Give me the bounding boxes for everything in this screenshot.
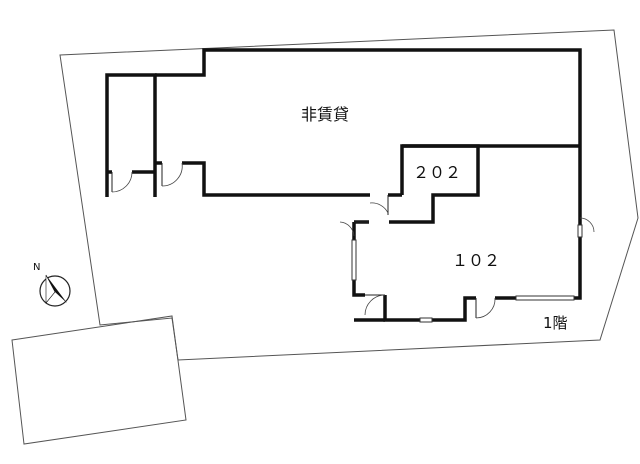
door-102-top <box>339 221 369 237</box>
compass-icon: N <box>33 262 71 307</box>
window-102-bottom <box>419 317 433 323</box>
unit-202-label: ２０２ <box>413 163 461 182</box>
door-102-bottom-right <box>475 297 496 319</box>
floor-label: 1階 <box>543 314 568 332</box>
non-rental-label: 非賃貸 <box>301 105 349 124</box>
window-102-right <box>577 224 583 238</box>
door-storage-right <box>161 162 183 187</box>
unit-102-wall-bottom <box>383 295 476 322</box>
door-102-bottom <box>364 294 386 316</box>
window-102-right-bottom <box>515 295 575 301</box>
non-rental-wall <box>155 48 582 146</box>
site-boundary <box>59 29 639 361</box>
window-102-left <box>351 239 357 281</box>
non-rental-wall-bottom <box>182 161 370 197</box>
door-102-right <box>579 217 595 233</box>
door-non-rental-bottom <box>369 195 389 215</box>
storage-wall-outer <box>105 73 157 197</box>
compass-north-label: N <box>33 262 40 273</box>
unit-102-label: １０２ <box>452 251 500 270</box>
road-area <box>11 315 187 445</box>
unit-202-inner-wall <box>389 144 480 224</box>
door-storage-left <box>111 171 133 193</box>
unit-102-wall-right <box>495 146 582 300</box>
